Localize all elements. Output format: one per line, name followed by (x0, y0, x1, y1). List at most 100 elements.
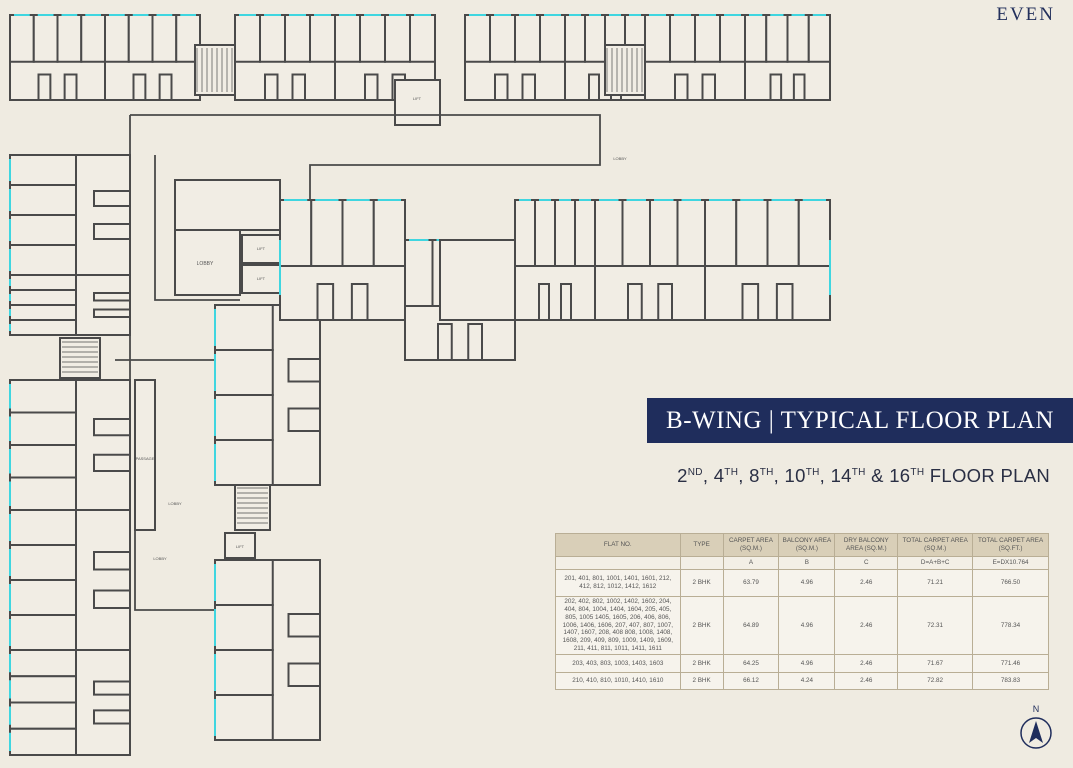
unit-room (9, 444, 77, 479)
toilet (132, 73, 147, 101)
unit-room (676, 199, 706, 267)
floor-10: 10TH, (784, 465, 831, 486)
header-total-sqm: TOTAL CARPET AREA (SQ.M.) (897, 533, 974, 557)
dry-balcony-cell: 2.46 (834, 654, 899, 674)
toilet (63, 73, 78, 101)
unit-room (9, 154, 77, 186)
toilet (437, 323, 453, 361)
unit-room (9, 701, 77, 730)
dry-balcony-cell: 2.46 (834, 569, 899, 597)
plan-label: LIFT (236, 544, 245, 549)
unit-room (719, 14, 746, 63)
area-table: FLAT NO. TYPE CARPET AREA (SQ.M.) BALCON… (555, 533, 1049, 691)
toilet (627, 283, 643, 321)
flat-no-cell: 210, 410, 810, 1010, 1410, 1610 (555, 672, 681, 691)
subheader-cell (679, 556, 724, 570)
type-cell: 2 BHK (679, 595, 724, 656)
carpet-area-cell: 64.89 (722, 595, 780, 656)
plan-label: PASSAGE (136, 456, 155, 461)
toilet (364, 73, 379, 101)
north-label: N (1033, 704, 1040, 714)
unit-room (279, 199, 313, 267)
toilet (93, 680, 131, 696)
unit-room (669, 14, 696, 63)
subtitle-tail: FLOOR PLAN (929, 465, 1050, 486)
lift-shaft (241, 234, 281, 264)
unit-room (644, 14, 671, 63)
unit-room (694, 14, 721, 63)
unit-room (214, 304, 274, 351)
header-dry-balcony-area: DRY BALCONY AREA (SQ.M.) (834, 533, 899, 557)
unit-room (797, 199, 831, 267)
toilet (93, 709, 131, 725)
unit-room (9, 675, 77, 704)
plan-label: LOBBY (153, 556, 167, 561)
unit-room (9, 649, 77, 678)
toilet (287, 407, 321, 432)
unit-room (514, 199, 536, 267)
plan-label: LOBBY (168, 501, 182, 506)
floor-8: 8TH, (749, 465, 785, 486)
total-sqft-cell: 771.46 (972, 654, 1049, 674)
type-cell: 2 BHK (679, 654, 724, 674)
table-subheader-row: A B C D=A+B+C E=DX10.764 (555, 556, 1049, 570)
unit-room (9, 614, 77, 651)
subheader-cell: D=A+B+C (897, 556, 974, 570)
header-balcony-area: BALCONY AREA (SQ.M.) (778, 533, 836, 557)
subheader-cell: C (834, 556, 899, 570)
unit-room (234, 14, 261, 63)
balcony-area-cell: 4.96 (778, 569, 836, 597)
unit-room (214, 349, 274, 396)
subheader-cell: B (778, 556, 836, 570)
carpet-area-cell: 63.79 (722, 569, 780, 597)
balcony-area-cell: 4.96 (778, 654, 836, 674)
toilet (93, 418, 131, 437)
unit-room (584, 14, 606, 63)
unit-room (310, 199, 344, 267)
staircase (234, 484, 271, 531)
unit-room (127, 14, 154, 63)
header-flat-no: FLAT NO. (555, 533, 681, 557)
toilet (792, 73, 806, 101)
passage (134, 379, 156, 531)
unit-room (214, 604, 274, 651)
unit-room (9, 274, 77, 291)
plan-label: LOBBY (613, 156, 627, 161)
unit-room (284, 14, 311, 63)
unit-room (334, 14, 361, 63)
toilet (701, 73, 716, 101)
toilet (287, 358, 321, 383)
floor-4: 4TH, (713, 465, 750, 486)
unit-room (594, 199, 624, 267)
plan-label: LIFT (257, 246, 266, 251)
toilet (287, 662, 321, 687)
toilet (775, 283, 794, 321)
toilet (158, 73, 173, 101)
unit-room (489, 14, 516, 63)
unit-room (464, 14, 491, 63)
unit-room (9, 244, 77, 276)
carpet-area-cell: 66.12 (722, 672, 780, 691)
subheader-cell: E=DX10.764 (972, 556, 1049, 570)
toilet (538, 283, 550, 321)
toilet (264, 73, 279, 101)
staircase (604, 44, 646, 96)
unit-room (534, 199, 556, 267)
flat-no-cell: 203, 403, 803, 1003, 1403, 1603 (555, 654, 681, 674)
table-row: 201, 401, 801, 1001, 1401, 1601, 212, 41… (555, 569, 1049, 597)
unit-room (32, 14, 59, 63)
toilet (560, 283, 572, 321)
unit-room (384, 14, 411, 63)
unit-room (9, 476, 77, 511)
dry-balcony-cell: 2.46 (834, 672, 899, 691)
unit-room (80, 14, 106, 63)
unit-room (259, 14, 286, 63)
unit-room (9, 727, 77, 756)
total-sqm-cell: 72.31 (897, 595, 974, 656)
toilet (741, 283, 760, 321)
staircase (59, 337, 101, 379)
toilet (588, 73, 600, 101)
floor-16: 16TH (889, 465, 925, 486)
unit-room (735, 199, 769, 267)
